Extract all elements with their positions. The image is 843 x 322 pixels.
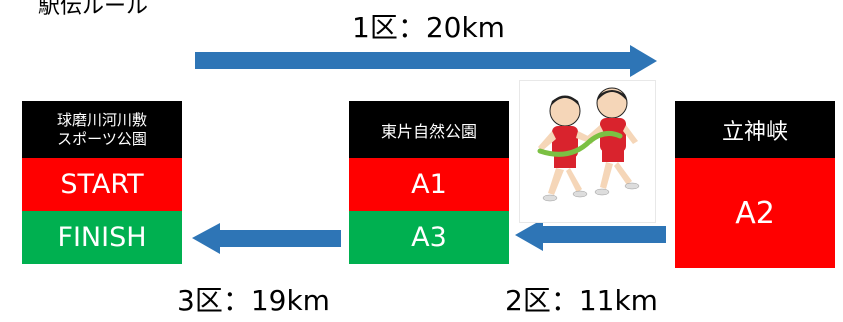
segment-2-arrow bbox=[515, 219, 666, 251]
page-title: 駅伝ルール bbox=[38, 0, 149, 19]
station-a1-a3: 東片自然公園 A1 A3 bbox=[349, 101, 509, 264]
segment-2-label: 2区：11km bbox=[505, 284, 658, 317]
segment-3-label: 3区：19km bbox=[177, 284, 330, 317]
station-name: 立神峡 bbox=[675, 101, 835, 158]
relay-runners-icon bbox=[537, 87, 640, 202]
segment-3-arrow bbox=[192, 223, 341, 254]
station-name: 東片自然公園 bbox=[349, 101, 509, 158]
a1-cell: A1 bbox=[349, 158, 509, 211]
a3-cell: A3 bbox=[349, 211, 509, 264]
station-name: 球磨川河川敷 スポーツ公園 bbox=[22, 101, 182, 158]
station-start-finish: 球磨川河川敷 スポーツ公園 START FINISH bbox=[22, 101, 182, 264]
a2-cell: A2 bbox=[675, 158, 835, 268]
relay-runners-image bbox=[519, 80, 656, 223]
start-cell: START bbox=[22, 158, 182, 211]
segment-1-label: 1区：20km bbox=[352, 11, 505, 44]
finish-cell: FINISH bbox=[22, 211, 182, 264]
segment-1-arrow bbox=[195, 45, 657, 77]
station-a2: 立神峡 A2 bbox=[675, 101, 835, 268]
